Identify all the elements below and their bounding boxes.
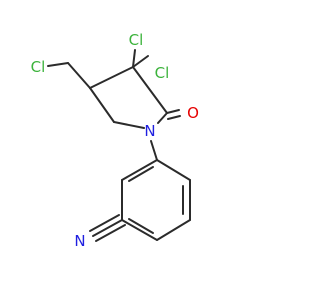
bond-cl-ch2 [47,62,69,67]
atom-label-n-nitrile: N [74,232,85,250]
bond-ch2-c4 [67,62,91,89]
bond-c5-n1 [113,121,145,129]
bond-n1-c2 [157,112,168,124]
bond-n1-aryl [150,140,158,161]
bond-nitrile-c [95,224,126,242]
atom-label-n-ring: N [144,122,155,140]
bond-c2-o-b [167,115,181,120]
bond-c4-c3 [89,66,134,89]
bond-benz-6 [121,159,158,181]
bond-benz-3 [156,219,191,241]
atom-label-o-carbonyl: O [187,104,199,122]
bond-c3-cl-upper [132,49,136,68]
bond-benz-inner-3 [128,166,154,182]
bond-c2-c3 [132,66,168,114]
atom-label-cl-chloromethyl: Cl [31,58,46,76]
atom-label-layer: Cl Cl Cl O N N [31,31,199,250]
atom-label-cl-gem-upper: Cl [129,31,144,49]
bond-nitrile-a [92,219,123,237]
bond-c2-o-a [166,109,180,114]
atom-label-cl-gem-right: Cl [155,64,170,82]
bond-benz-4 [121,219,158,241]
bond-layer [47,49,191,242]
bond-c4-c5 [89,87,115,123]
molecule-structure-diagram: Cl Cl Cl O N N [31,31,199,250]
bond-c3-cl-right [132,55,149,68]
bond-nitrile-b [89,214,120,232]
bond-benz-inner-2 [128,218,154,234]
bond-benz-1 [156,159,191,181]
